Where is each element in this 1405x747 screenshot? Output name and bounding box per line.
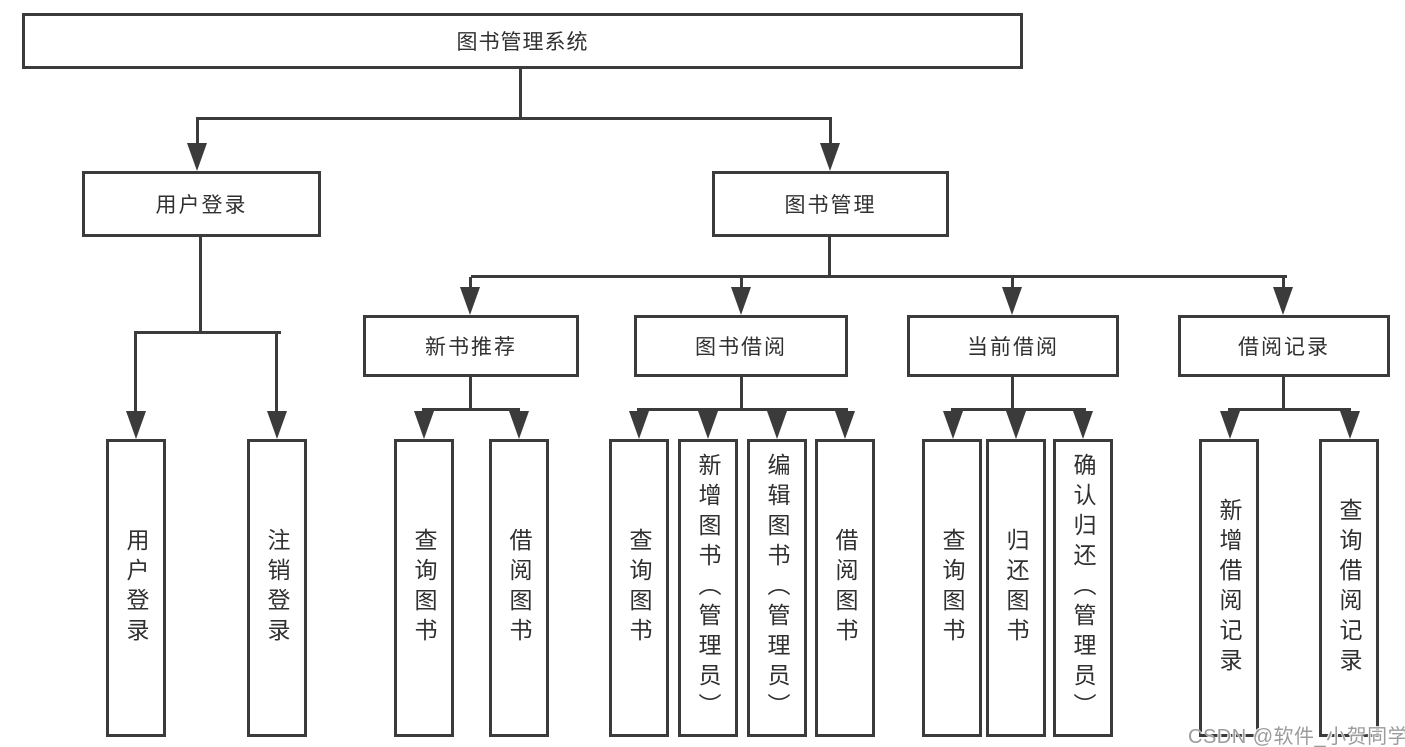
connector-to-borrow-records [1282, 277, 1285, 290]
node-nbr-borrow-books: 借阅图书 [489, 439, 549, 737]
arrow-down-icon [698, 411, 718, 439]
node-borrow-records: 借阅记录 [1178, 315, 1390, 377]
connector-current-borrow-branch [951, 408, 1086, 411]
node-bb-add-books: 新增图书（管理员） [678, 439, 738, 737]
node-user-login: 用户登录 [82, 171, 321, 237]
connector-borrow-records-stem [1282, 377, 1285, 410]
node-br-query-record: 查询借阅记录 [1319, 439, 1379, 737]
arrow-down-icon [1073, 411, 1093, 439]
arrow-down-icon [460, 287, 480, 315]
connector-new-book-recommend-branch [422, 408, 520, 411]
arrow-down-icon [1220, 411, 1240, 439]
arrow-down-icon [1002, 287, 1022, 315]
node-book-management: 图书管理 [712, 171, 949, 237]
connector-book-management-stem [828, 237, 831, 277]
node-nbr-query-books: 查询图书 [394, 439, 454, 737]
node-bb-borrow-books: 借阅图书 [815, 439, 875, 737]
arrow-down-icon [509, 411, 529, 439]
connector-to-user-login-leaf [134, 333, 137, 413]
connector-level1-branch [196, 117, 832, 120]
arrow-down-icon [267, 411, 287, 439]
connector-user-login-branch [134, 331, 281, 334]
node-cb-confirm-return: 确认归还（管理员） [1053, 439, 1113, 737]
node-book-borrow: 图书借阅 [634, 315, 848, 377]
arrow-down-icon [731, 287, 751, 315]
connector-to-user-login [196, 119, 199, 145]
node-logout-leaf: 注销登录 [247, 439, 307, 737]
arrow-down-icon [820, 143, 840, 171]
node-br-add-record: 新增借阅记录 [1199, 439, 1259, 737]
connector-to-new-book-recommend [469, 277, 472, 290]
connector-to-logout-leaf [275, 333, 278, 413]
connector-root-stem [519, 69, 522, 120]
arrow-down-icon [943, 411, 963, 439]
connector-user-login-stem [199, 237, 202, 333]
arrow-down-icon [126, 411, 146, 439]
connector-level2-branch [471, 275, 1287, 278]
csdn-watermark: CSDN @软件_小贺同学 [1188, 726, 1405, 747]
node-bb-query-books: 查询图书 [609, 439, 669, 737]
arrow-down-icon [1340, 411, 1360, 439]
arrow-down-icon [767, 411, 787, 439]
connector-borrow-records-branch [1228, 408, 1351, 411]
connector-book-borrow-stem [740, 377, 743, 410]
node-user-login-leaf: 用户登录 [106, 439, 166, 737]
node-new-book-recommend: 新书推荐 [363, 315, 579, 377]
arrow-down-icon [414, 411, 434, 439]
connector-to-book-management [829, 119, 832, 145]
arrow-down-icon [1273, 287, 1293, 315]
node-bb-edit-books: 编辑图书（管理员） [747, 439, 807, 737]
node-root: 图书管理系统 [22, 13, 1023, 69]
connector-book-borrow-branch [637, 408, 848, 411]
node-cb-query-books: 查询图书 [922, 439, 982, 737]
connector-to-book-borrow [740, 277, 743, 290]
connector-current-borrow-stem [1011, 377, 1014, 410]
node-current-borrow: 当前借阅 [907, 315, 1119, 377]
arrow-down-icon [1006, 411, 1026, 439]
arrow-down-icon [187, 143, 207, 171]
connector-new-book-recommend-stem [469, 377, 472, 410]
connector-to-current-borrow [1011, 277, 1014, 290]
node-cb-return-books: 归还图书 [986, 439, 1046, 737]
arrow-down-icon [629, 411, 649, 439]
arrow-down-icon [835, 411, 855, 439]
